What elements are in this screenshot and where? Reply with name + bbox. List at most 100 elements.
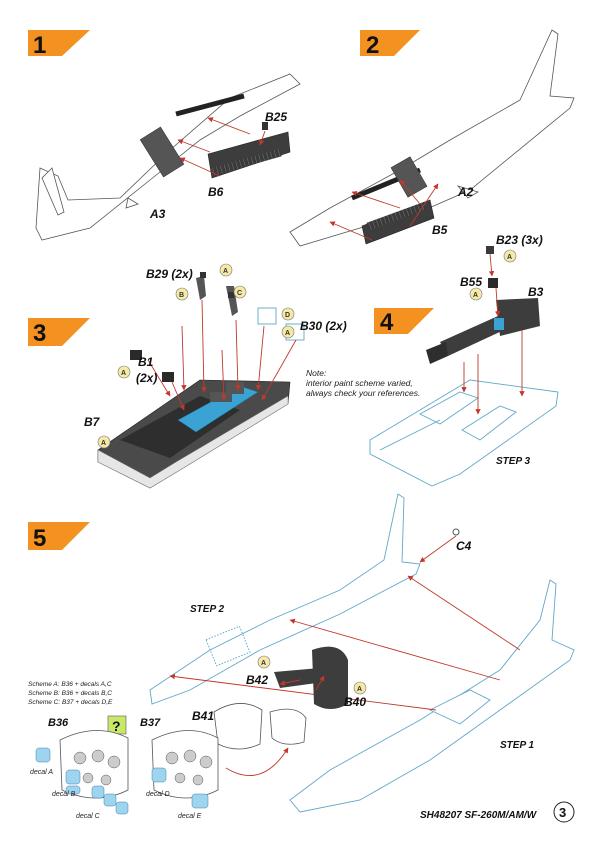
scheme-b-text: Scheme B: B36 + decals B,C — [28, 690, 112, 697]
label-b7: B7 — [84, 415, 101, 429]
paint-note: Note: interior paint scheme varied, alwa… — [306, 368, 420, 398]
label-b5: B5 — [432, 223, 448, 237]
side-panel-b6 — [207, 131, 291, 179]
cockpit-floor-outline — [369, 379, 559, 487]
note-line-2: always check your references. — [306, 388, 420, 398]
upper-fuselage-half — [149, 493, 421, 705]
seat-parts-b1 — [130, 350, 174, 382]
lower-fuselage-half — [289, 579, 575, 813]
rudder-pedals-b30 — [257, 307, 305, 341]
label-b42: B42 — [246, 673, 268, 687]
decal-e-sheet — [191, 793, 209, 809]
decal-e-label: decal E — [178, 813, 202, 820]
step-1: 1 B25 B6 A3 — [28, 30, 301, 241]
step-4-number: 4 — [380, 309, 394, 336]
bulkhead-b40 — [312, 646, 348, 709]
label-b29: B29 (2x) — [146, 267, 193, 281]
label-b40: B40 — [344, 695, 366, 709]
paint-callout-b-b29: B — [175, 287, 189, 301]
label-b30: B30 (2x) — [300, 319, 347, 333]
paint-callout-a-b30: A — [281, 325, 295, 339]
paint-a-3: A — [121, 370, 126, 377]
scheme-c-text: Scheme C: B37 + decals D,E — [28, 699, 113, 706]
label-b1-qty: (2x) — [136, 371, 157, 385]
label-b55: B55 — [460, 275, 482, 289]
paint-callout-a-b29: A — [219, 263, 233, 277]
scheme-legend: Scheme A: B36 + decals A,C Scheme B: B36… — [28, 681, 113, 706]
paint-a-2: A — [285, 330, 290, 337]
decal-d-sheet — [151, 767, 167, 783]
part-b25-small — [262, 122, 268, 130]
label-b41: B41 — [192, 709, 214, 723]
decal-a-sheet — [35, 747, 51, 763]
paint-callout-d-b30: D — [281, 307, 295, 321]
paint-callout-b40: A — [353, 681, 367, 695]
scheme-a-text: Scheme A: B36 + decals A,C — [28, 681, 112, 688]
side-panel-b5 — [361, 199, 435, 245]
label-b6: B6 — [208, 185, 224, 199]
page-number: 3 — [559, 805, 566, 820]
paint-a-7: A — [261, 660, 266, 667]
part-c4 — [452, 528, 460, 536]
step-2: 2 A2 B5 — [289, 29, 575, 247]
step-2-badge: 2 — [360, 30, 420, 59]
decal-b-label: decal B — [52, 791, 76, 798]
paint-callout-a-b1: A — [117, 365, 131, 379]
panel-b37 — [151, 730, 219, 799]
step-1-number: 1 — [33, 32, 46, 59]
paint-callout-c-b29: C — [233, 285, 247, 299]
step-4-badge: 4 — [374, 308, 434, 336]
paint-a-8: A — [357, 686, 362, 693]
paint-a-5: A — [507, 254, 512, 261]
label-b37: B37 — [140, 717, 161, 729]
paint-callout-a-b55: A — [469, 287, 483, 301]
label-c4: C4 — [456, 539, 472, 553]
query-mark: ? — [112, 718, 121, 734]
fuselage-half-a3 — [35, 73, 301, 241]
label-a3: A3 — [149, 207, 166, 221]
paint-c: C — [237, 290, 242, 297]
label-b23: B23 (3x) — [496, 233, 543, 247]
step-3-number: 3 — [33, 320, 46, 347]
part-b23 — [486, 246, 494, 254]
step-4: 4 A A B23 — [369, 233, 559, 487]
paint-a-6: A — [473, 292, 478, 299]
note-title: Note: — [306, 368, 327, 378]
paint-callout-a-b23: A — [503, 249, 517, 263]
paint-a-4: A — [101, 440, 106, 447]
paint-d: D — [285, 312, 290, 319]
footer: SH48207 SF-260M/AM/W 3 — [420, 801, 575, 823]
step-2-number: 2 — [366, 32, 379, 59]
decal-b-sheet — [65, 769, 81, 795]
label-a2: A2 — [457, 185, 474, 199]
cockpit-floor-b7 — [97, 379, 291, 489]
label-b36: B36 — [48, 717, 69, 729]
instrument-panel-b41 — [213, 703, 307, 750]
part-b55 — [488, 278, 498, 288]
step-1-badge: 1 — [28, 30, 90, 59]
label-b1: B1 — [138, 355, 154, 369]
label-b25: B25 — [265, 110, 287, 124]
paint-b: B — [179, 292, 184, 299]
kit-code: SH48207 SF-260M/AM/W — [420, 810, 538, 821]
paint-callout-b42: A — [257, 655, 271, 669]
paint-a: A — [223, 268, 228, 275]
decal-d-label: decal D — [146, 791, 170, 798]
step-5-badge: 5 — [28, 522, 90, 552]
decal-c-sheet — [91, 785, 129, 815]
note-line-1: interior paint scheme varied, — [306, 378, 413, 388]
paint-callout-a-b7: A — [97, 435, 111, 449]
step-5-number: 5 — [33, 525, 46, 552]
step-5: 5 A — [28, 493, 575, 820]
label-ref-step1: STEP 1 — [500, 740, 535, 751]
query-badge: ? — [107, 715, 127, 735]
label-ref-step2: STEP 2 — [190, 604, 225, 615]
instrument-console-b3 — [426, 298, 540, 364]
decal-c-label: decal C — [76, 813, 101, 820]
label-ref-step3: STEP 3 — [496, 456, 531, 467]
step-3-badge: 3 — [28, 318, 90, 347]
step-3: 3 — [28, 263, 420, 489]
decal-a-label: decal A — [30, 769, 53, 776]
label-b3: B3 — [528, 285, 544, 299]
